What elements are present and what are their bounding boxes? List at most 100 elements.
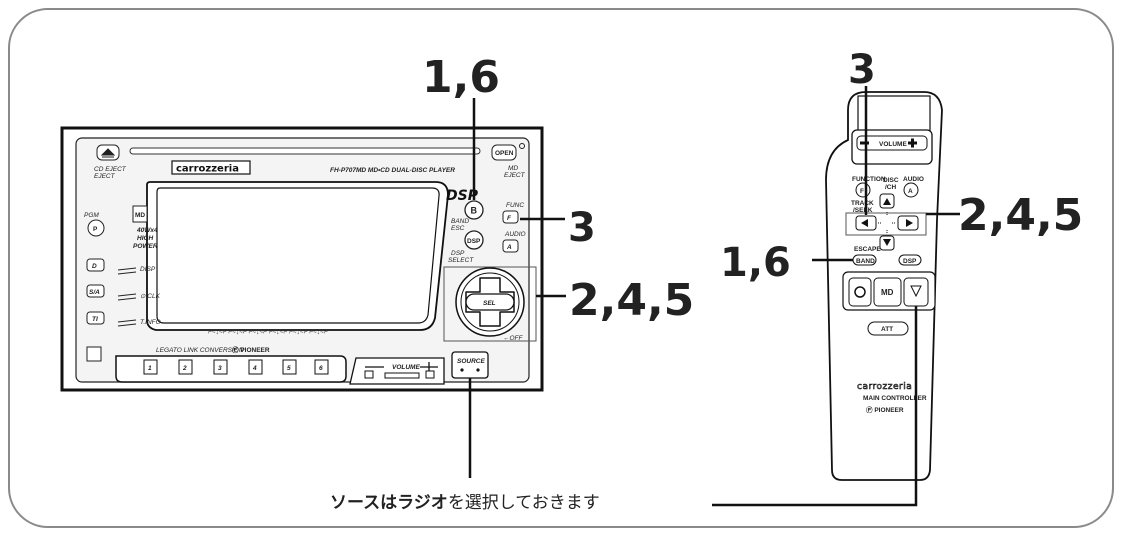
b-button[interactable]	[464, 200, 484, 220]
audio-label: AUDIO	[504, 231, 526, 238]
callout-unit-joystick: 2,4,5	[569, 275, 694, 326]
callout-remote-band: 1,6	[720, 240, 791, 286]
remote-audio-label: AUDIO	[903, 176, 924, 183]
source-dot-1	[460, 368, 464, 372]
power-icon	[854, 286, 866, 298]
indicator-light	[519, 143, 525, 149]
source-button[interactable]	[451, 351, 489, 379]
p-button[interactable]	[87, 219, 105, 237]
remote-dsp-label: DSP	[903, 258, 917, 265]
minidisc-logo	[132, 205, 148, 223]
ti-button-label: TI	[92, 316, 98, 323]
legato-label: LEGATO LINK CONVERSION	[156, 347, 244, 354]
volume-slider[interactable]	[384, 372, 420, 379]
func-label: FUNC	[506, 202, 524, 209]
sa-button-label: S/A	[89, 289, 100, 296]
a-button[interactable]	[502, 239, 519, 253]
a-button-label: A	[506, 244, 512, 251]
d-button-label: D	[92, 263, 97, 270]
open-button[interactable]	[491, 144, 517, 161]
dsp-button-label: DSP	[467, 238, 481, 245]
volume-down-button[interactable]	[364, 370, 374, 379]
dpad-center	[878, 212, 896, 234]
preset-button-4[interactable]	[248, 359, 263, 375]
instruction-note-bold: ソースはラジオ	[330, 493, 448, 513]
up-arrow-icon	[883, 198, 891, 205]
remote-main-controller-label: MAIN CONTROLLER	[863, 395, 927, 402]
callout-remote-top: 3	[848, 47, 876, 93]
sa-button[interactable]	[86, 284, 105, 298]
remote-function-label: FUNCTION	[852, 176, 886, 183]
b-button-label: B	[471, 206, 478, 216]
off-label: ←OFF	[503, 335, 524, 342]
brand-label: carrozzeria	[176, 164, 239, 175]
preset-buttons: 1 2 3 4 5 6	[143, 359, 329, 375]
open-label: OPEN	[495, 150, 514, 157]
callout-unit-top: 1,6	[422, 52, 500, 103]
remote-source-button[interactable]	[903, 277, 929, 307]
preset-label-4: 4	[252, 365, 257, 372]
remote-md-label: MD	[881, 288, 894, 297]
remote-att-button[interactable]	[867, 321, 909, 336]
remote-pioneer-label: Ⓟ PIONEER	[866, 405, 904, 414]
tinfo-label: T.INFO	[140, 319, 161, 326]
f-button[interactable]	[502, 210, 519, 224]
preset-label-2: 2	[182, 365, 187, 372]
minidisc-label: MD	[135, 212, 145, 219]
remote-disc-ch-label: DISC/CH	[883, 177, 899, 191]
remote-att-label: ATT	[881, 326, 893, 333]
source-label: SOURCE	[457, 358, 485, 365]
remote-volume-rocker[interactable]	[856, 135, 928, 151]
preset-button-2[interactable]	[178, 359, 193, 375]
preset-button-6[interactable]	[314, 359, 329, 375]
remote-track-seek-label: TRACK/SEEK	[851, 200, 874, 214]
volume-up-button[interactable]	[425, 370, 435, 379]
volume-label: VOLUME	[392, 364, 420, 371]
source-icon	[910, 285, 922, 298]
remote-volume-label: VOLUME	[879, 141, 907, 148]
preset-button-5[interactable]	[282, 359, 297, 375]
remote-a-button[interactable]	[903, 182, 919, 198]
remote-dsp-button[interactable]	[898, 254, 922, 266]
sel-button[interactable]	[465, 293, 515, 311]
leader-lines	[468, 86, 960, 507]
d-button[interactable]	[86, 258, 105, 272]
spectrum-ticks: ⌐~↓~⌐ ⌐~↓~⌐ ⌐~↓~⌐ ⌐~↓~⌐ ⌐~↓~⌐ ⌐~↓~⌐	[208, 329, 328, 336]
remote-control: VOLUME FUNCTION F DISC/CH AUDIO A TRACK/…	[825, 91, 943, 481]
leader-remote-source	[712, 306, 918, 507]
ti-button[interactable]	[86, 311, 105, 325]
f-button-label: F	[507, 215, 512, 222]
remote-arrows-highlight	[845, 212, 927, 236]
remote-power-button[interactable]	[848, 277, 872, 307]
down-arrow-icon	[883, 239, 891, 246]
lcd-display	[156, 187, 440, 324]
sel-label: SEL	[483, 300, 496, 307]
dsp-logo: DSP	[446, 188, 479, 204]
remote-a-label: A	[908, 188, 913, 195]
volume-plus-icon	[908, 138, 917, 148]
disc-slot	[129, 147, 481, 155]
remote-md-button[interactable]	[873, 277, 902, 307]
p-button-label: P	[93, 226, 98, 233]
brand-badge	[171, 160, 251, 175]
remote-escape-label: ESCAPE	[854, 246, 881, 253]
remote-band-label: BAND	[856, 258, 875, 265]
dsp-button[interactable]	[464, 230, 484, 250]
preset-label-5: 5	[287, 365, 291, 372]
preset-button-3[interactable]	[213, 359, 228, 375]
right-arrow-icon	[906, 219, 913, 227]
joystick-highlight	[443, 266, 537, 342]
preset-label-6: 6	[319, 365, 323, 372]
remote-ir-window	[857, 95, 931, 137]
pgm-label: PGM	[84, 212, 99, 219]
preset-button-1[interactable]	[143, 359, 158, 375]
left-arrow-icon	[861, 219, 868, 227]
eject-icon	[100, 148, 116, 158]
